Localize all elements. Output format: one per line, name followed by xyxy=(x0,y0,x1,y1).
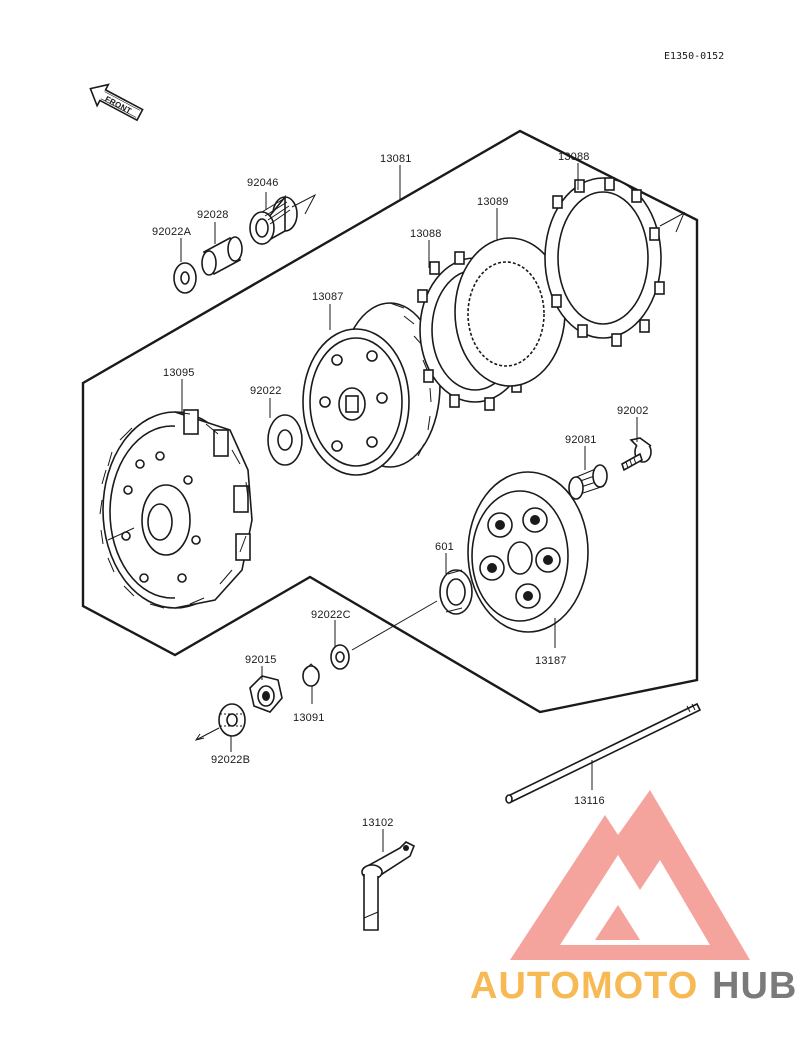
steel-plate-13089 xyxy=(454,237,566,387)
part-label-13091: 13091 xyxy=(293,712,325,724)
clutch-housing-13095 xyxy=(99,409,253,609)
part-label-92022b: 92022B xyxy=(211,754,250,766)
part-label-92015: 92015 xyxy=(245,654,277,666)
friction-plate-13088-rear xyxy=(544,177,665,347)
part-label-92046: 92046 xyxy=(247,177,279,189)
part-label-92028: 92028 xyxy=(197,209,229,221)
part-label-601: 601 xyxy=(435,541,454,553)
part-label-13081: 13081 xyxy=(380,153,412,165)
axis-line-lower xyxy=(351,600,438,651)
washer-92022a xyxy=(173,262,197,294)
part-label-13116: 13116 xyxy=(574,795,605,807)
part-label-13088-front: 13088 xyxy=(410,228,442,240)
push-rod-13116 xyxy=(505,702,702,804)
part-label-13088-rear: 13088 xyxy=(558,151,590,163)
axis-line-top xyxy=(291,193,317,215)
part-label-13102: 13102 xyxy=(362,817,394,829)
leader-lines xyxy=(180,163,638,852)
front-arrow-icon: FRONT xyxy=(89,83,144,122)
bearing-601 xyxy=(439,569,473,615)
watermark-text-automoto: AUTOMOTO xyxy=(470,965,698,1007)
pressure-plate-13187 xyxy=(467,471,589,633)
washer-92022c xyxy=(330,644,350,670)
nut-92015 xyxy=(249,675,283,713)
part-label-13095: 13095 xyxy=(163,367,195,379)
watermark-logo: AUTOMOTO HUB xyxy=(470,790,797,1007)
part-label-13087: 13087 xyxy=(312,291,344,303)
part-label-13187: 13187 xyxy=(535,655,567,667)
release-lever-13102 xyxy=(361,841,416,931)
ref-code: E1350-0152 xyxy=(664,51,724,62)
watermark-text-hub: HUB xyxy=(712,965,797,1007)
part-label-92002: 92002 xyxy=(617,405,649,417)
clutch-hub-13087 xyxy=(302,302,441,476)
collar-92028 xyxy=(201,236,243,276)
part-label-13089: 13089 xyxy=(477,196,509,208)
spring-92081 xyxy=(568,464,608,500)
needle-bearing-92046 xyxy=(249,194,298,246)
bolt-92002 xyxy=(621,437,652,472)
axis-line-plates xyxy=(659,211,686,233)
axis-line-bottom xyxy=(194,727,220,741)
part-label-92022c: 92022C xyxy=(311,609,351,621)
washer-92022 xyxy=(267,414,303,466)
collar-13091 xyxy=(302,663,320,687)
lock-washer-92022b xyxy=(218,703,246,737)
part-label-92022: 92022 xyxy=(250,385,282,397)
part-label-92022a: 92022A xyxy=(152,226,192,238)
assembly-outline xyxy=(81,129,699,714)
part-label-92081: 92081 xyxy=(565,434,597,446)
